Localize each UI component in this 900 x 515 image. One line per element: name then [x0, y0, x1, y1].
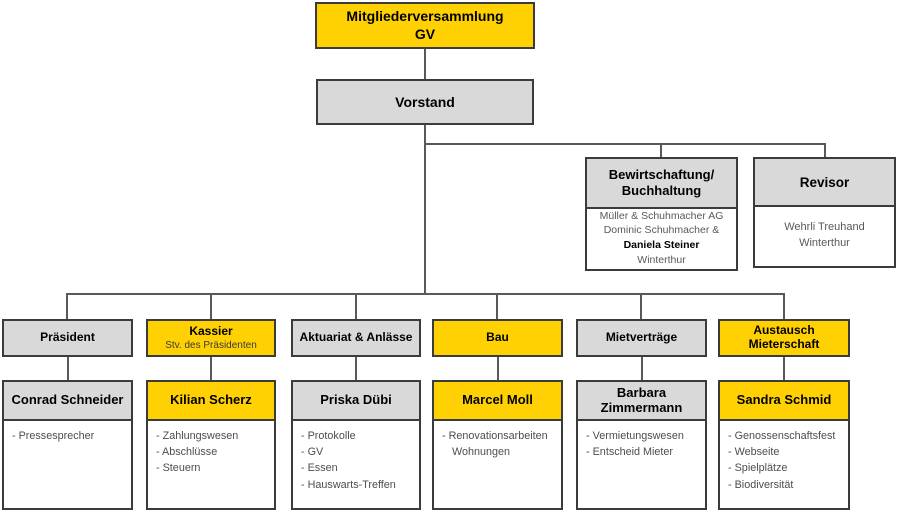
connector-support-branch: [424, 143, 826, 145]
department-column: Bau Marcel Moll Renovationsarbeiten Wohn…: [432, 319, 563, 510]
support-card-bewirtschaftung: Bewirtschaftung/ Buchhaltung Müller & Sc…: [585, 157, 738, 271]
connector-drop-2: [210, 295, 212, 319]
connector-role-person: [496, 357, 499, 380]
support-card-revisor: Revisor Wehrli Treuhand Winterthur: [753, 157, 896, 268]
person-name: Sandra Schmid: [720, 382, 848, 421]
task-item: Hauswarts-Treffen: [301, 477, 417, 493]
connector-role-person: [355, 357, 357, 380]
person-name: Conrad Schneider: [4, 382, 131, 421]
role-box: Kassier Stv. des Präsidenten: [146, 319, 276, 357]
role-box: Bau: [432, 319, 563, 357]
role-label: Aktuariat & Anlässe: [299, 330, 413, 345]
connector-drop-4: [496, 295, 498, 319]
connector-bewirtschaftung-stub: [660, 145, 662, 157]
support-card-title: Bewirtschaftung/ Buchhaltung: [587, 159, 736, 209]
role-box: Austausch Mieterschaft: [718, 319, 850, 357]
board-box: Vorstand: [316, 79, 534, 125]
connector-assembly-board: [424, 49, 426, 80]
assembly-box: Mitgliederversammlung GV: [315, 2, 535, 49]
support-card-body: Müller & Schuhmacher AG Dominic Schuhmac…: [587, 209, 736, 267]
task-item: Essen: [301, 460, 417, 476]
department-column: Kassier Stv. des Präsidenten Kilian Sche…: [146, 319, 276, 510]
connector-trunk: [424, 125, 426, 295]
task-item: Protokolle: [301, 428, 417, 444]
connector-role-person: [210, 357, 212, 380]
person-name: Marcel Moll: [434, 382, 561, 421]
connector-role-person: [640, 357, 643, 380]
support-body-bottom: Winterthur: [637, 253, 686, 266]
task-item: Biodiversität: [728, 477, 846, 493]
role-label: Kassier: [189, 323, 233, 338]
role-label: Mietverträge: [605, 330, 678, 345]
support-body-top: Müller & Schuhmacher AG Dominic Schuhmac…: [599, 209, 724, 237]
person-card: Barbara Zimmermann VermietungswesenEntsc…: [576, 380, 707, 510]
task-list: ProtokolleGVEssenHauswarts-Treffen: [293, 421, 419, 493]
support-card-body: Wehrli Treuhand Winterthur: [784, 220, 865, 249]
task-list: VermietungswesenEntscheid Mieter: [578, 421, 705, 460]
support-body-bold: Daniela Steiner: [623, 239, 700, 251]
task-item: Spielplätze: [728, 460, 846, 476]
department-column: Aktuariat & Anlässe Priska Dübi Protokol…: [291, 319, 421, 510]
department-column: Austausch Mieterschaft Sandra Schmid Gen…: [718, 319, 850, 510]
person-card: Marcel Moll Renovationsarbeiten Wohnunge…: [432, 380, 563, 510]
connector-drop-5: [640, 295, 642, 319]
role-box: Mietverträge: [576, 319, 707, 357]
person-card: Kilian Scherz ZahlungswesenAbschlüsseSte…: [146, 380, 276, 510]
assembly-label: Mitgliederversammlung GV: [346, 8, 504, 42]
task-item: Zahlungswesen: [156, 428, 272, 444]
task-list: ZahlungswesenAbschlüsseSteuern: [148, 421, 274, 477]
person-card: Priska Dübi ProtokolleGVEssenHauswarts-T…: [291, 380, 421, 510]
board-label: Vorstand: [395, 94, 455, 110]
task-item: Renovationsarbeiten Wohnungen: [442, 428, 559, 460]
person-name: Kilian Scherz: [148, 382, 274, 421]
task-item: Steuern: [156, 460, 272, 476]
person-name: Priska Dübi: [293, 382, 419, 421]
role-subtitle: Stv. des Präsidenten: [165, 339, 257, 351]
department-column: Präsident Conrad Schneider Pressespreche…: [2, 319, 133, 510]
task-item: Genossenschaftsfest: [728, 428, 846, 444]
connector-main-rail: [66, 293, 785, 295]
role-box: Aktuariat & Anlässe: [291, 319, 421, 357]
role-label: Präsident: [40, 330, 95, 345]
connector-role-person: [783, 357, 785, 380]
connector-drop-3: [355, 295, 357, 319]
connector-drop-1: [66, 295, 68, 319]
task-item: Vermietungswesen: [586, 428, 703, 444]
role-label: Austausch Mieterschaft: [748, 323, 820, 351]
task-item: GV: [301, 444, 417, 460]
person-card: Conrad Schneider Pressesprecher: [2, 380, 133, 510]
task-item: Entscheid Mieter: [586, 444, 703, 460]
role-label: Bau: [486, 330, 509, 345]
task-item: Pressesprecher: [12, 428, 129, 444]
person-card: Sandra Schmid GenossenschaftsfestWebseit…: [718, 380, 850, 510]
task-item: Webseite: [728, 444, 846, 460]
task-list: Pressesprecher: [4, 421, 131, 444]
role-box: Präsident: [2, 319, 133, 357]
task-list: Renovationsarbeiten Wohnungen: [434, 421, 561, 460]
connector-drop-6: [783, 295, 785, 319]
connector-revisor-stub: [824, 145, 826, 157]
department-column: Mietverträge Barbara Zimmermann Vermietu…: [576, 319, 707, 510]
task-item: Abschlüsse: [156, 444, 272, 460]
person-name: Barbara Zimmermann: [578, 382, 705, 421]
support-card-title: Revisor: [755, 159, 894, 207]
connector-role-person: [66, 357, 69, 380]
task-list: GenossenschaftsfestWebseiteSpielplätzeBi…: [720, 421, 848, 493]
